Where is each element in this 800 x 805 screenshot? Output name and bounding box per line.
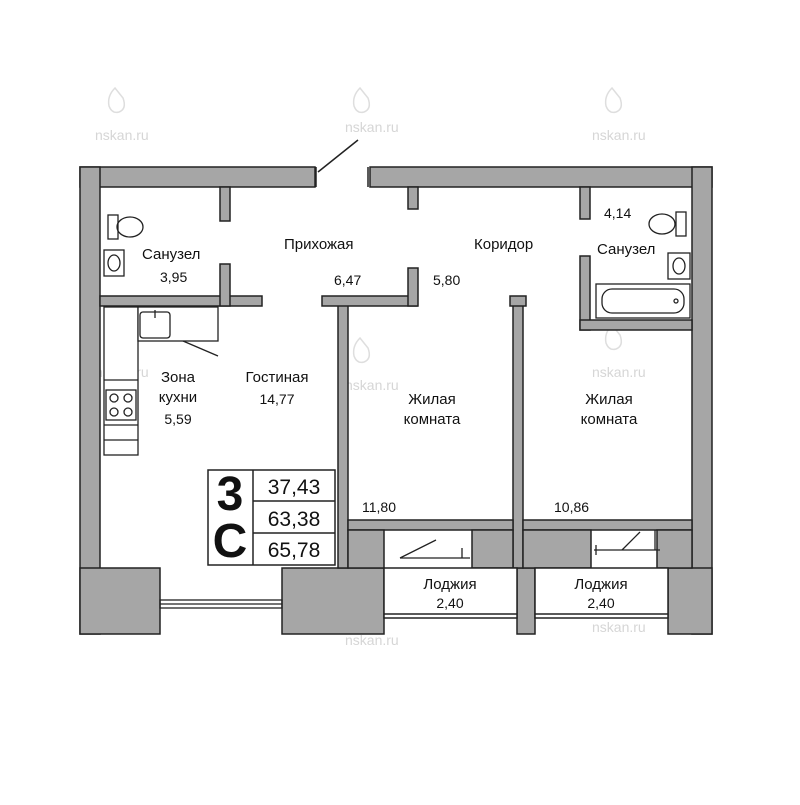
loggia-1 xyxy=(383,567,518,619)
room-area-loggia-1: 2,40 xyxy=(436,595,463,611)
room-name-bathroom-right: Санузел xyxy=(597,241,655,258)
washbasin-icon xyxy=(667,252,691,280)
watermark-text: nskan.ru xyxy=(345,632,399,648)
bathtub-icon xyxy=(595,283,691,319)
room-area-loggia-2: 2,40 xyxy=(587,595,614,611)
stove-icon xyxy=(105,389,137,421)
wall-stub xyxy=(579,186,591,220)
washbasin-icon xyxy=(103,249,125,277)
wall-top-bedroom-2 xyxy=(509,295,527,307)
room-name-bedroom-1: комната xyxy=(404,411,461,428)
wall-loggia-1-right xyxy=(471,529,514,569)
room-name-bedroom-2: Жилая xyxy=(585,391,632,408)
room-name-bedroom-2: комната xyxy=(581,411,638,428)
wall-stub xyxy=(219,186,231,222)
wall-bottom-middle xyxy=(281,567,385,635)
wall-living-bedroom xyxy=(337,299,349,569)
window-icon xyxy=(159,599,283,609)
wall-stub xyxy=(407,267,419,307)
wall-loggia-1-left xyxy=(347,529,385,569)
room-name-corridor: Коридор xyxy=(474,236,533,253)
watermark-layer: nskan.ru nskan.ru nskan.ru nskan.ru nska… xyxy=(95,86,646,648)
wall-bathroom-living xyxy=(99,295,263,307)
wall-left xyxy=(79,166,101,635)
watermark-text: nskan.ru xyxy=(592,619,646,635)
room-area-bedroom-2: 10,86 xyxy=(554,499,589,515)
wall-top-bedroom-1 xyxy=(321,295,418,307)
kitchen-counter xyxy=(103,306,219,456)
wall-right xyxy=(691,166,713,635)
loggia-2 xyxy=(534,567,669,619)
wall-stub xyxy=(407,186,419,210)
summary-value: 65,78 xyxy=(268,539,321,562)
watermark-text: nskan.ru xyxy=(592,127,646,143)
wall-stub xyxy=(219,263,231,307)
toilet-icon xyxy=(648,211,687,237)
wall-bathroom-right-bottom xyxy=(579,319,693,331)
room-area-bedroom-1: 11,80 xyxy=(362,499,396,515)
watermark-text: nskan.ru xyxy=(345,119,399,135)
room-name-hallway: Прихожая xyxy=(284,236,354,253)
toilet-icon xyxy=(107,214,144,240)
room-area-kitchen: 5,59 xyxy=(164,411,191,427)
room-area-bathroom-right: 4,14 xyxy=(604,205,631,221)
wall-bottom-between-loggias xyxy=(516,567,536,635)
room-name-bedroom-1: Жилая xyxy=(408,391,455,408)
wall-top-left xyxy=(79,166,316,188)
wall-loggia-2-right xyxy=(656,529,693,569)
summary-value: 63,38 xyxy=(268,508,321,531)
summary-rooms-count: 3 xyxy=(217,468,244,521)
summary-type-letter: С xyxy=(213,515,248,568)
watermark-text: nskan.ru xyxy=(592,364,646,380)
sink-icon xyxy=(139,310,171,339)
wall-between-bedrooms xyxy=(512,299,524,569)
watermark-text: nskan.ru xyxy=(345,377,399,393)
balcony-door-icon xyxy=(399,530,660,559)
room-area-hallway: 6,47 xyxy=(334,272,361,288)
room-area-corridor: 5,80 xyxy=(433,272,460,288)
room-name-kitchen: кухни xyxy=(159,389,197,406)
wall-bathroom-right-left xyxy=(579,255,591,331)
room-name-loggia-2: Лоджия xyxy=(574,576,627,593)
entrance-door-icon xyxy=(315,139,369,187)
room-area-bathroom-left: 3,95 xyxy=(160,269,187,285)
wall-top-right xyxy=(369,166,713,188)
room-area-living: 14,77 xyxy=(259,391,294,407)
wall-bottom-left xyxy=(79,567,161,635)
walls xyxy=(79,166,713,635)
wall-bottom-bedroom-2 xyxy=(522,519,693,531)
wall-bottom-right xyxy=(667,567,713,635)
room-name-kitchen: Зона xyxy=(161,369,196,386)
summary-table xyxy=(207,469,336,566)
loggias xyxy=(383,567,669,619)
room-name-bathroom-left: Санузел xyxy=(142,246,200,263)
wall-bottom-bedroom-1 xyxy=(347,519,514,531)
watermark-text: nskan.ru xyxy=(95,127,149,143)
wall-loggia-2-left xyxy=(522,529,592,569)
room-name-loggia-1: Лоджия xyxy=(423,576,476,593)
room-name-living: Гостиная xyxy=(246,369,309,386)
summary-value: 37,43 xyxy=(268,476,321,499)
